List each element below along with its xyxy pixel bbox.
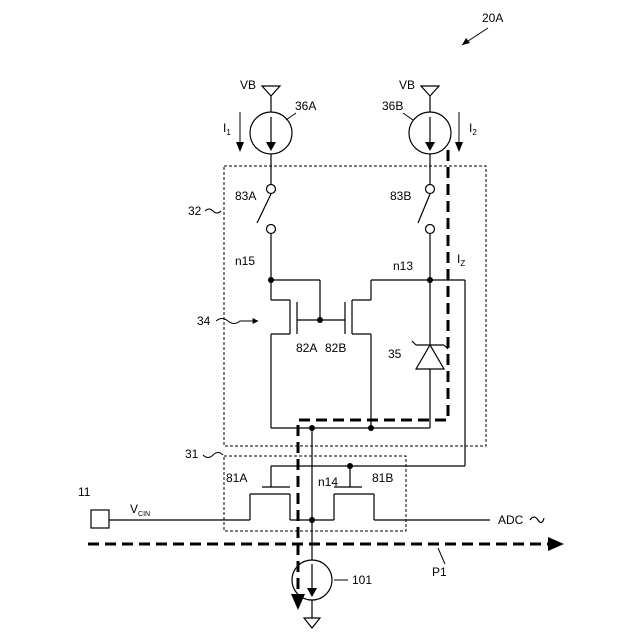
input-terminal-11: [91, 510, 109, 528]
node-n15-dot: [268, 277, 274, 283]
input-pair-wiring: [250, 428, 374, 560]
source-36b-leader: [403, 113, 413, 120]
figure-number-leader: [462, 28, 488, 45]
switch-83b: [418, 185, 435, 234]
block-31-label: 31: [185, 447, 199, 461]
block-34-label: 34: [197, 314, 211, 328]
vb-right-symbol: [421, 86, 439, 112]
source-101-label: 101: [352, 573, 372, 587]
diode-35-label: 35: [388, 347, 402, 361]
transistor-82b-label: 82B: [325, 341, 346, 355]
vcin-label: VCIN: [130, 502, 150, 518]
switch-83b-label: 83B: [390, 189, 411, 203]
input-terminal-label: 11: [78, 485, 91, 499]
current-i1-label: I1: [223, 121, 231, 137]
node-n13-label: n13: [393, 259, 413, 273]
node-n14-top-dot: [347, 463, 353, 469]
path-p1-leader: [438, 548, 445, 564]
transistor-81a-label: 81A: [226, 471, 247, 485]
current-i1-arrow: [236, 112, 244, 152]
diode-35: [412, 280, 448, 428]
transistor-82a-label: 82A: [296, 341, 317, 355]
block-34-leader: [216, 319, 258, 324]
block-31-leader: [203, 453, 223, 458]
source-36a-leader: [286, 113, 296, 120]
vb-left-symbol: [262, 86, 280, 112]
vb-right-label: VB: [399, 78, 415, 92]
bottom-rail-dot-b: [368, 425, 374, 431]
current-source-36b: [409, 112, 451, 154]
transistor-81b-label: 81B: [372, 471, 393, 485]
node-n15-label: n15: [235, 254, 255, 268]
switch-83a: [257, 185, 276, 234]
mirror-wiring: [271, 280, 430, 428]
node-n14-label: n14: [318, 475, 338, 489]
path-p1-label: P1: [432, 565, 447, 579]
current-i2-arrow: [455, 112, 463, 152]
current-i2-dashed-path: [298, 150, 448, 600]
source-36b-label: 36B: [382, 99, 403, 113]
vb-left-label: VB: [240, 78, 256, 92]
mirror-gate-dot: [317, 317, 323, 323]
adc-arrow-icon: [530, 517, 544, 523]
path-p1-arrowhead: [548, 537, 564, 551]
current-i2-dashed-arrowhead: [291, 594, 305, 610]
block-32-leader: [205, 209, 221, 213]
node-n13-dot: [427, 277, 433, 283]
ground-symbol: [304, 618, 320, 628]
current-i2-label: I2: [469, 121, 477, 137]
source-36a-label: 36A: [295, 99, 316, 113]
current-source-36a: [250, 112, 292, 154]
adc-label: ADC: [498, 513, 524, 527]
block-32-label: 32: [188, 204, 202, 218]
node-n14-dot: [309, 517, 315, 523]
switch-83a-label: 83A: [235, 189, 256, 203]
figure-number: 20A: [482, 11, 503, 25]
current-iz-label: IZ: [457, 252, 465, 268]
